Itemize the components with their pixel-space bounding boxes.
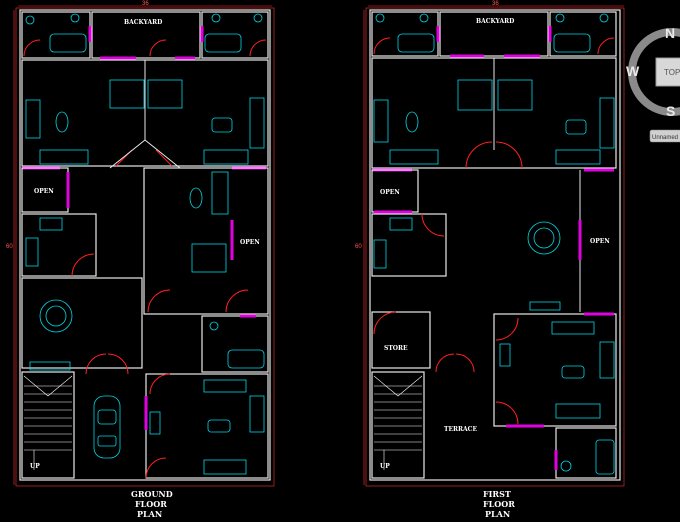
first-up-label: UP	[380, 463, 390, 470]
first-open-left-label: OPEN	[380, 189, 400, 196]
first-title-line2: FLOOR	[483, 499, 515, 509]
first-terrace-label: TERRACE	[444, 426, 477, 433]
first-title-line3: PLAN	[485, 509, 510, 519]
first-open-right-label: OPEN	[590, 238, 610, 245]
ground-open-right-label: OPEN	[240, 239, 260, 246]
viewcube-top-label: TOP	[664, 68, 680, 77]
viewcube-top-face[interactable]	[655, 57, 680, 87]
ground-open-left-label: OPEN	[34, 188, 54, 195]
ground-height-dimension: 60	[6, 244, 13, 250]
viewcube-south[interactable]: S	[666, 103, 675, 119]
ground-title-line1: GROUND	[131, 489, 173, 499]
first-height-dimension: 60	[355, 244, 362, 250]
ucs-dropdown[interactable]	[649, 129, 680, 143]
first-floor-plan: 36 60 BACKYARD	[355, 1, 625, 519]
ground-title-line2: FLOOR	[135, 499, 167, 509]
ucs-dropdown-label: Unnamed	[652, 135, 678, 141]
ground-backyard-label: BACKYARD	[124, 19, 162, 26]
first-width-dimension: 36	[492, 1, 499, 7]
first-title-line1: FIRST	[483, 489, 511, 499]
first-store-label: STORE	[384, 345, 408, 352]
ground-width-dimension: 36	[142, 1, 149, 7]
first-backyard-label: BACKYARD	[476, 18, 514, 25]
ground-floor-plan: 36 60 BACKYARD	[6, 1, 275, 519]
viewcube-west[interactable]: W	[626, 63, 640, 79]
viewcube-north[interactable]: N	[665, 25, 675, 41]
ground-title-line3: PLAN	[137, 509, 162, 519]
viewcube[interactable]: N W S TOP Unnamed	[626, 25, 680, 143]
ground-up-label: UP	[30, 463, 40, 470]
viewcube-ring[interactable]	[628, 28, 680, 116]
